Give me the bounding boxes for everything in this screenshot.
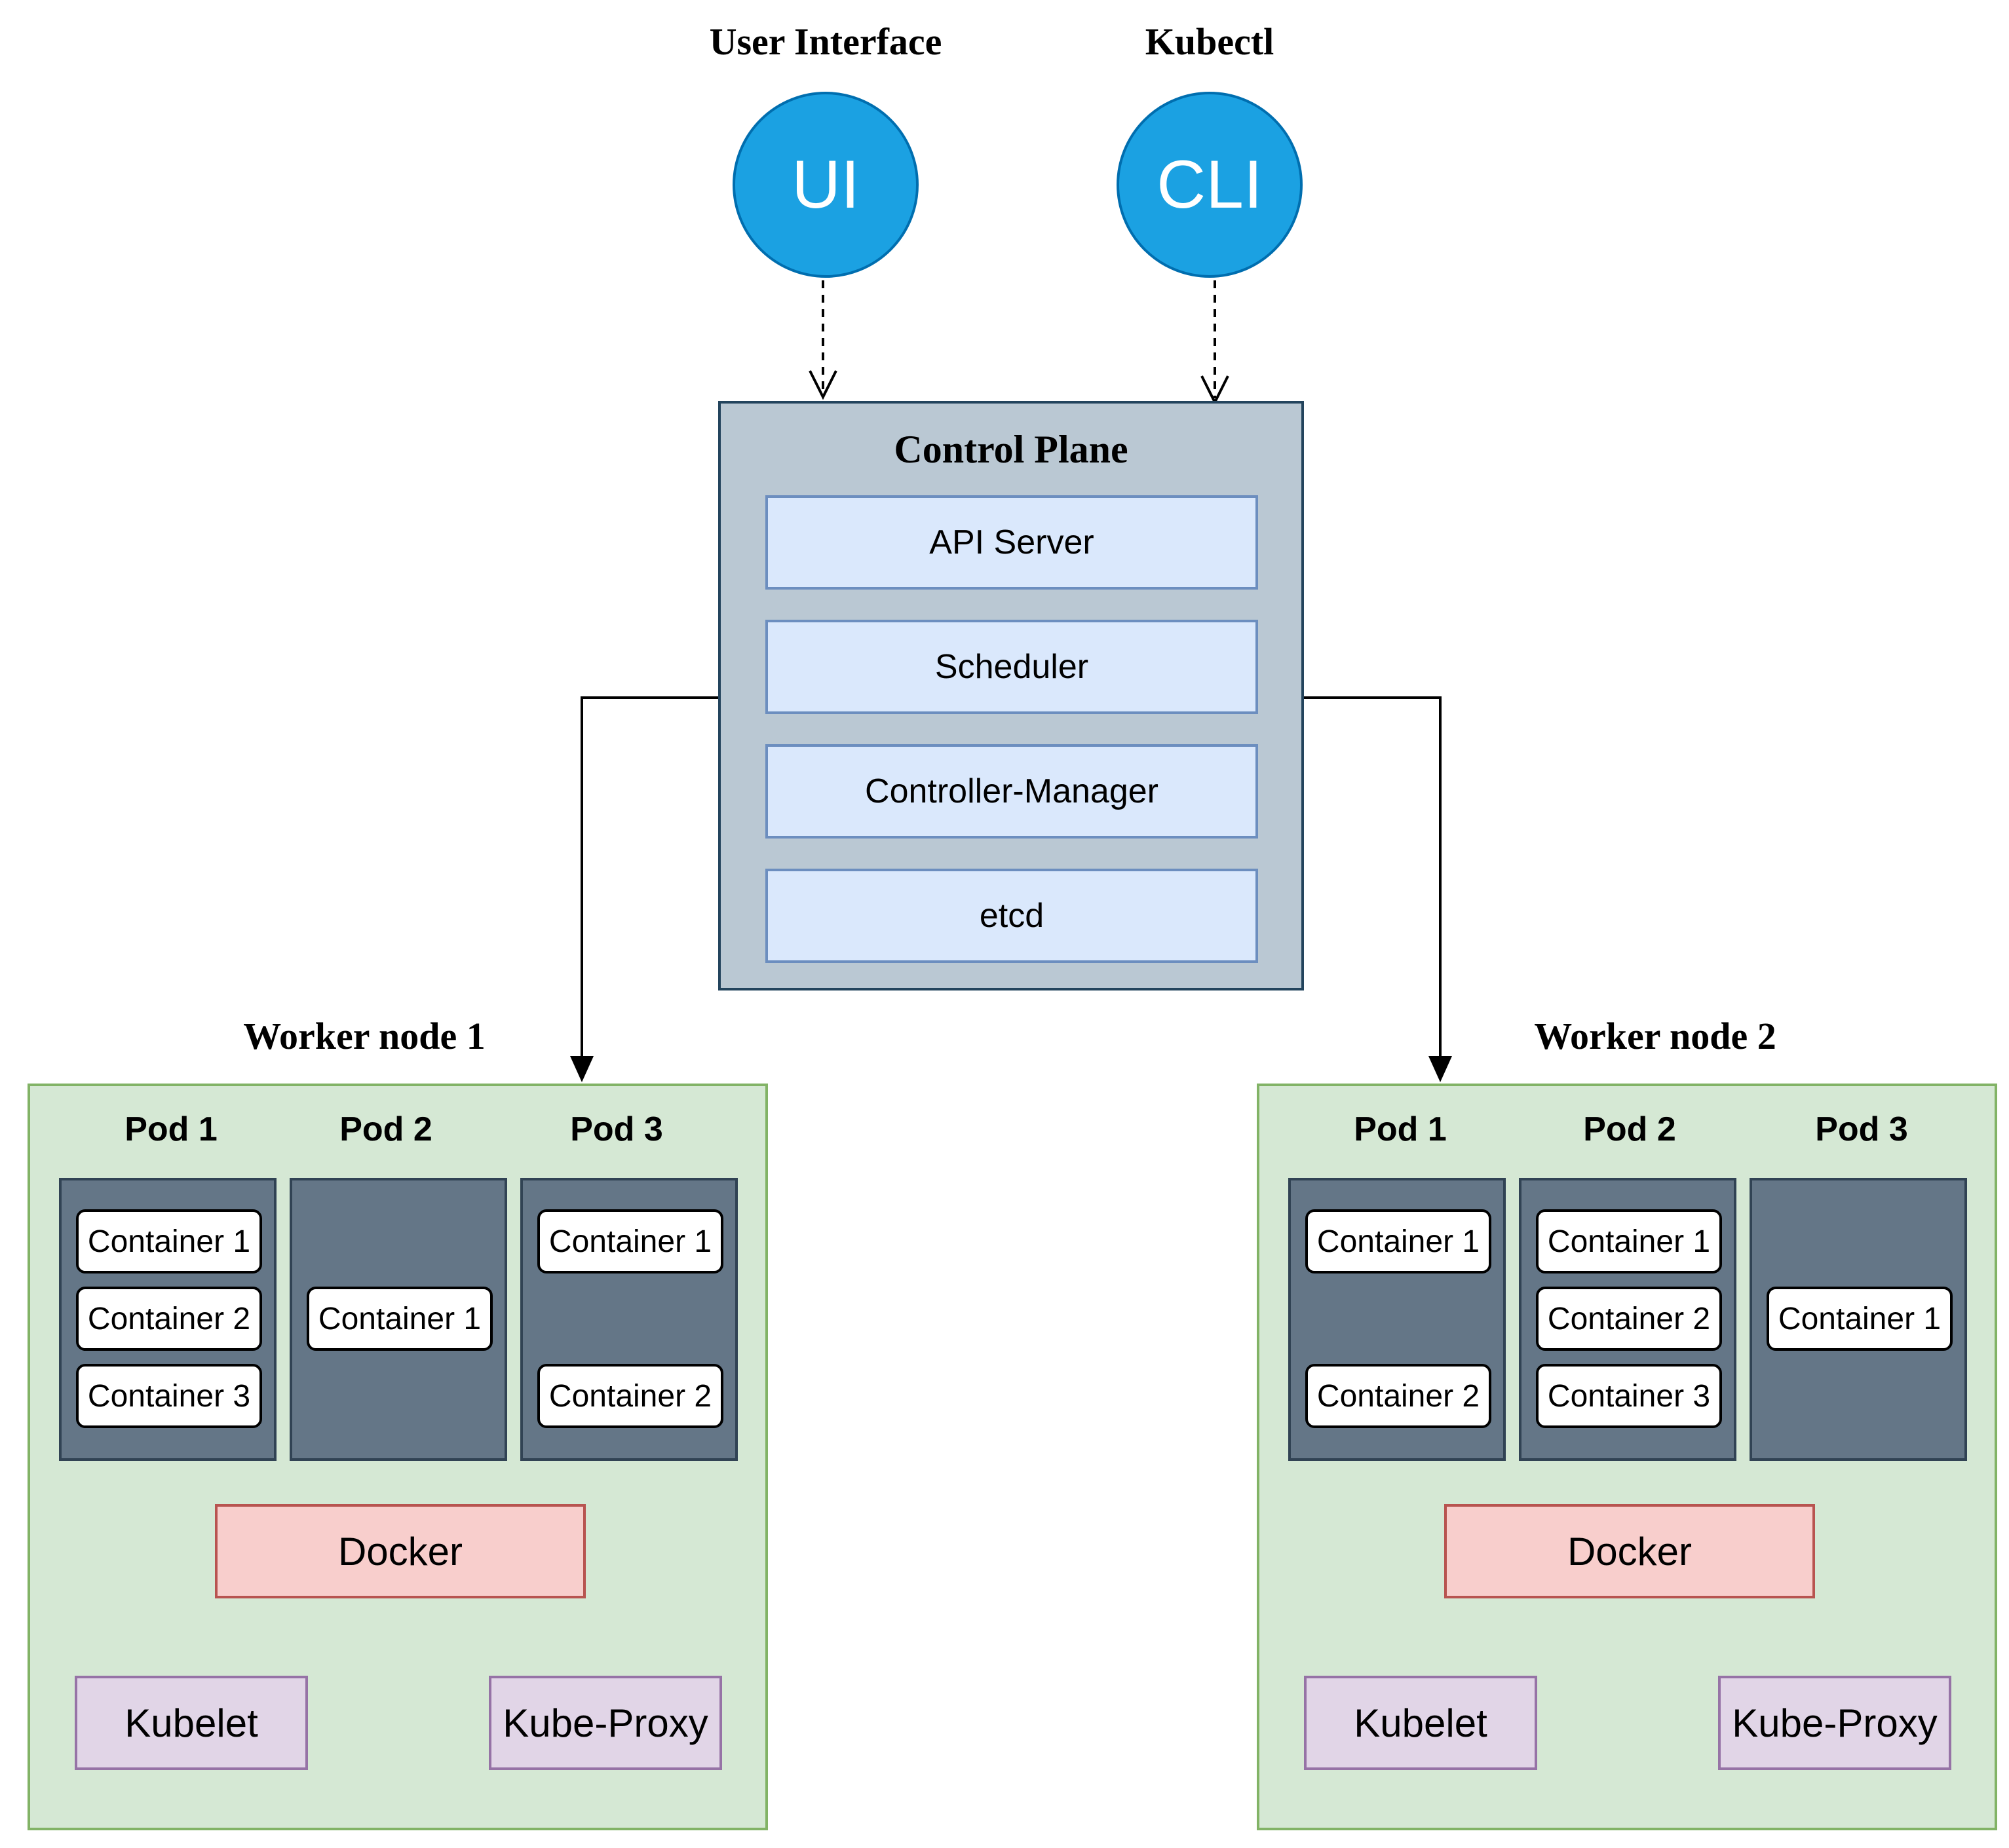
etcd-box[interactable]: etcd (765, 869, 1258, 963)
pod-2-label: Pod 2 (339, 1110, 432, 1148)
cli-client-text: CLI (1157, 146, 1263, 223)
container-box[interactable]: Container 1 (1305, 1209, 1491, 1273)
control-plane-to-worker-2-arrow (1304, 696, 1452, 1082)
control-plane-to-worker-1-arrow (570, 696, 718, 1082)
pod-3[interactable]: Container 1 (1750, 1178, 1967, 1461)
ui-client-text: UI (792, 146, 860, 223)
container-box[interactable]: Container 1 (307, 1287, 493, 1351)
container-box[interactable]: Container 2 (76, 1287, 262, 1351)
ui-to-control-plane-arrow (809, 280, 837, 400)
kubectl-label: Kubectl (1145, 20, 1274, 63)
user-interface-label: User Interface (709, 20, 942, 63)
api-server-box[interactable]: API Server (765, 495, 1258, 590)
pod-2[interactable]: Container 1 Container 2 Container 3 (1519, 1178, 1736, 1461)
container-box[interactable]: Container 1 (1536, 1209, 1722, 1273)
cli-to-control-plane-arrow (1200, 280, 1229, 405)
cli-client-icon[interactable]: CLI (1117, 92, 1303, 278)
pod-1-label: Pod 1 (1354, 1110, 1447, 1148)
docker-runtime-box[interactable]: Docker (215, 1504, 586, 1598)
container-box[interactable]: Container 2 (1305, 1364, 1491, 1428)
worker-node-1[interactable]: Pod 1 Pod 2 Pod 3 Container 1 Container … (28, 1084, 768, 1830)
pod-3-label: Pod 3 (1815, 1110, 1908, 1148)
container-box[interactable]: Container 2 (537, 1364, 723, 1428)
pod-1-label: Pod 1 (124, 1110, 218, 1148)
container-box[interactable]: Container 3 (76, 1364, 262, 1428)
container-box[interactable]: Container 1 (76, 1209, 262, 1273)
pod-1[interactable]: Container 1 Container 2 Container 3 (59, 1178, 277, 1461)
pod-3-label: Pod 3 (570, 1110, 663, 1148)
pod-1[interactable]: Container 1 Container 2 (1288, 1178, 1506, 1461)
control-plane-title: Control Plane (894, 428, 1128, 471)
container-box[interactable]: Container 1 (1767, 1287, 1953, 1351)
scheduler-box[interactable]: Scheduler (765, 620, 1258, 714)
kube-proxy-box[interactable]: Kube-Proxy (1718, 1676, 1951, 1770)
kubelet-box[interactable]: Kubelet (75, 1676, 308, 1770)
control-plane[interactable]: Control Plane API Server Scheduler Contr… (718, 401, 1304, 990)
pod-3[interactable]: Container 1 Container 2 (520, 1178, 738, 1461)
controller-manager-box[interactable]: Controller-Manager (765, 744, 1258, 839)
pod-2-label: Pod 2 (1583, 1110, 1676, 1148)
docker-runtime-box[interactable]: Docker (1444, 1504, 1815, 1598)
ui-client-icon[interactable]: UI (733, 92, 919, 278)
kubelet-box[interactable]: Kubelet (1304, 1676, 1537, 1770)
container-box[interactable]: Container 3 (1536, 1364, 1722, 1428)
worker-node-2-label: Worker node 2 (1534, 1015, 1776, 1057)
kube-proxy-box[interactable]: Kube-Proxy (489, 1676, 722, 1770)
worker-node-2[interactable]: Pod 1 Pod 2 Pod 3 Container 1 Container … (1257, 1084, 1997, 1830)
container-box[interactable]: Container 1 (537, 1209, 723, 1273)
worker-node-1-label: Worker node 1 (243, 1015, 486, 1057)
container-box[interactable]: Container 2 (1536, 1287, 1722, 1351)
pod-2[interactable]: Container 1 (290, 1178, 507, 1461)
